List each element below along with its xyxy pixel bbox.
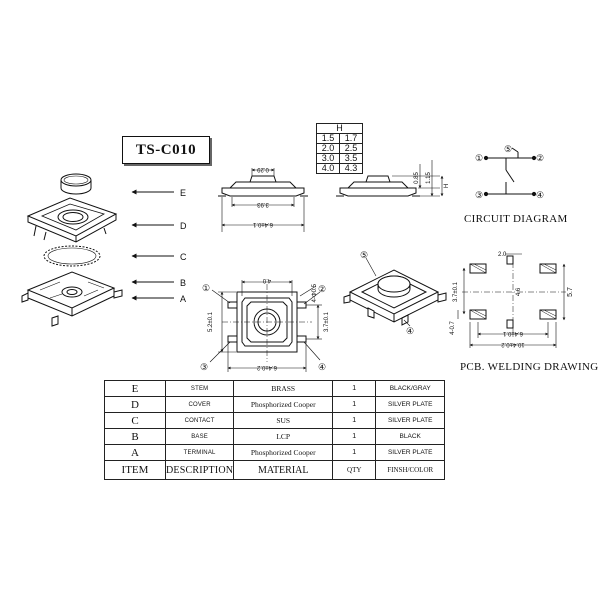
bom-row: C CONTACT SUS 1 SILVER PLATE	[104, 412, 446, 429]
bom-material: SUS	[233, 412, 334, 429]
bom-desc: BASE	[164, 428, 235, 445]
bom-header-desc: DESCRIPTION	[164, 460, 235, 480]
pcb-dim: 10.4±0.2	[501, 341, 525, 347]
dim-label: 3.93	[257, 201, 269, 207]
bom-header-material: MATERIAL	[233, 460, 334, 480]
contact-part	[43, 245, 101, 267]
pcb-dim: 4-0.7	[450, 321, 456, 335]
exploded-view	[21, 173, 123, 327]
bom-desc: TERMINAL	[164, 444, 235, 461]
explode-label: E	[180, 188, 186, 198]
pcb-pad	[506, 319, 514, 329]
dim-label: 6.4±0.1	[252, 221, 273, 227]
pcb-dim: 6.4±0.1	[502, 330, 523, 336]
pin-number: ④	[406, 326, 414, 336]
bom-finish: SILVER PLATE	[375, 412, 446, 429]
bom-item: A	[104, 444, 166, 461]
pcb-drawing	[457, 253, 566, 348]
bom-table: E STEM BRASS 1 BLACK/GRAY D COVER Phosph…	[104, 380, 446, 480]
explode-label: D	[180, 221, 187, 231]
circuit-pin: ③	[475, 190, 483, 200]
bom-row: A TERMINAL Phosphorized Cooper 1 SILVER …	[104, 444, 446, 461]
pin-number: ①	[202, 283, 210, 293]
pin-number: ②	[318, 284, 326, 294]
explode-label: B	[180, 278, 186, 288]
assembled-view	[343, 257, 447, 327]
pcb-caption: PCB. WELDING DRAWING	[460, 361, 599, 373]
bom-finish: BLACK	[375, 428, 446, 445]
bom-item: E	[104, 380, 166, 397]
dim-label: H	[444, 184, 450, 188]
stem-part	[60, 173, 92, 195]
cover-part	[26, 197, 118, 243]
dim-label: 4.0	[262, 277, 271, 283]
bom-qty: 1	[332, 380, 377, 397]
dim-label: 1.15	[426, 172, 432, 184]
circuit-diagram	[483, 147, 537, 197]
bom-row: E STEM BRASS 1 BLACK/GRAY	[104, 380, 446, 397]
explode-label: A	[180, 294, 186, 304]
height-cell: 4.3	[339, 163, 363, 174]
bom-item: B	[104, 428, 166, 445]
bom-finish: BLACK/GRAY	[375, 380, 446, 397]
bom-material: Phosphorized Cooper	[233, 444, 334, 461]
bom-row: D COVER Phosphorized Cooper 1 SILVER PLA…	[104, 396, 446, 413]
bom-qty: 1	[332, 396, 377, 413]
bom-header-row: ITEM DESCRIPTION MATERIAL QTY FINSH/COLO…	[104, 460, 446, 480]
dim-label: 5.2±0.1	[208, 311, 214, 332]
circuit-pin: ④	[536, 190, 544, 200]
pcb-dim: 4.6	[516, 287, 522, 296]
dim-label: 0.29	[257, 166, 269, 172]
bom-desc: COVER	[164, 396, 235, 413]
dim-label: 6.4±0.2	[256, 364, 277, 370]
explode-label: C	[180, 252, 187, 262]
side-view	[218, 168, 308, 232]
bom-header-item: ITEM	[104, 460, 166, 480]
bom-desc: STEM	[164, 380, 235, 397]
bom-material: Phosphorized Cooper	[233, 396, 334, 413]
base-part	[21, 271, 123, 327]
height-table: H 1.5 1.7 2.0 2.5 3.0 3.5 4.0 4.3	[316, 123, 363, 174]
dim-label: 0.85	[414, 172, 420, 184]
model-title: TS-C010	[122, 136, 210, 164]
bom-item: C	[104, 412, 166, 429]
pcb-pad	[506, 255, 514, 265]
pin-number: ③	[200, 362, 208, 372]
pin-number: ⑤	[360, 250, 368, 260]
bom-desc: CONTACT	[164, 412, 235, 429]
circuit-caption: CIRCUIT DIAGRAM	[464, 213, 568, 225]
bom-qty: 1	[332, 412, 377, 429]
circuit-pin: ⑤	[504, 144, 512, 154]
dim-label: 4-Φ0.5	[312, 283, 318, 302]
bom-material: BRASS	[233, 380, 334, 397]
explode-arrows	[131, 189, 174, 301]
bom-qty: 1	[332, 428, 377, 445]
bom-finish: SILVER PLATE	[375, 396, 446, 413]
bom-qty: 1	[332, 444, 377, 461]
bom-row: B BASE LCP 1 BLACK	[104, 428, 446, 445]
circuit-pin: ②	[536, 153, 544, 163]
top-view	[209, 280, 322, 372]
bom-finish: SILVER PLATE	[375, 444, 446, 461]
bom-material: LCP	[233, 428, 334, 445]
pin-number: ④	[318, 362, 326, 372]
bom-header-finish: FINSH/COLOR	[375, 460, 446, 480]
bom-header-qty: QTY	[332, 460, 377, 480]
bom-item: D	[104, 396, 166, 413]
pcb-dim: 3.7±0.1	[453, 281, 459, 302]
pcb-dim: 2.0	[498, 252, 507, 258]
dim-label: 3.7±0.1	[324, 311, 330, 332]
circuit-pin: ①	[475, 153, 483, 163]
pcb-dim: 5.7	[567, 287, 574, 297]
side-view-height	[336, 160, 444, 197]
